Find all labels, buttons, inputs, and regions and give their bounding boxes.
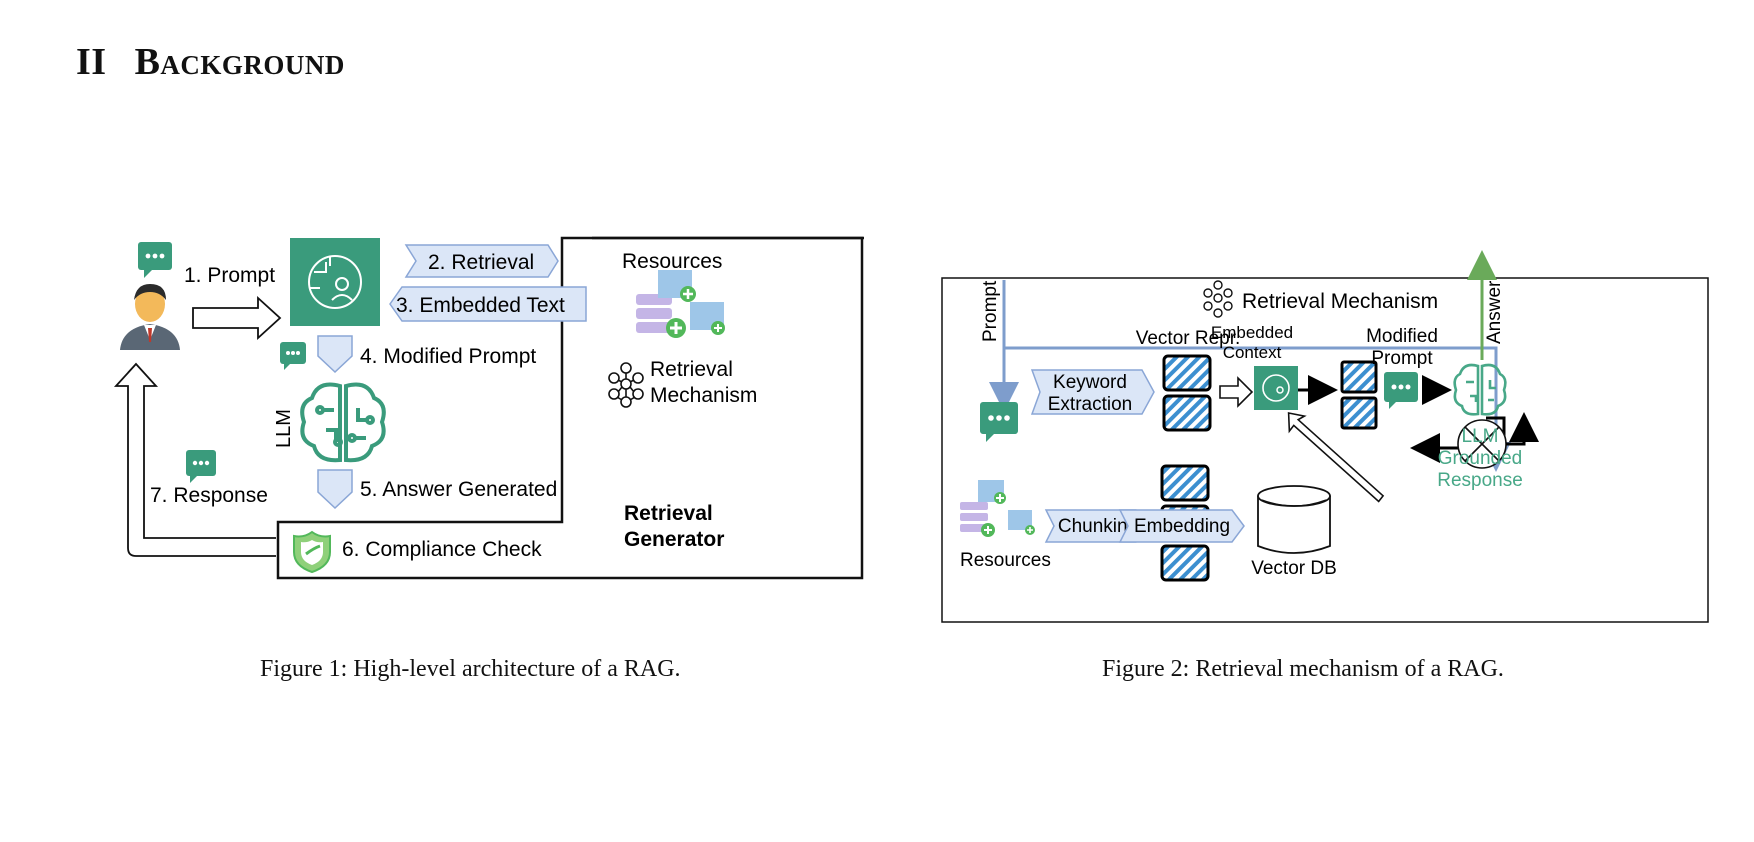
vector-block <box>1162 354 1212 392</box>
llm-brain-icon <box>300 382 386 463</box>
resources-icon <box>636 270 725 338</box>
figure-2: Retrieval Mechanism Prompt Keyword Extra… <box>941 277 1709 623</box>
resources-label: Resources <box>960 550 1051 571</box>
chat-icon <box>1384 372 1418 409</box>
modified-prompt-chevron <box>317 335 353 374</box>
chat-icon <box>186 450 216 483</box>
network-icon <box>608 362 644 408</box>
vector-db-label: Vector DB <box>1251 558 1337 579</box>
vector-db-icon <box>1257 485 1331 554</box>
hollow-arrow <box>1219 376 1254 408</box>
embedded-context-label-2: Context <box>1223 343 1282 362</box>
figure-2-frame <box>941 277 1709 623</box>
modified-prompt-label-2: Prompt <box>1371 348 1433 369</box>
retrieval-chevron <box>404 244 559 278</box>
llm-brain-icon <box>1453 363 1507 416</box>
prompt-arrow <box>192 295 282 341</box>
response-arrow <box>113 362 276 557</box>
answer-generated-chevron <box>317 469 353 510</box>
prompt-label: 1. Prompt <box>184 264 275 287</box>
resources-label: Resources <box>622 250 722 273</box>
chat-icon <box>280 342 306 370</box>
llm-label-2: Grounded <box>1438 448 1523 469</box>
vector-repr-label: Vector Repr. <box>1136 328 1241 349</box>
section-heading: II Background <box>76 40 345 84</box>
embedded-text-chevron <box>389 286 587 322</box>
retrieval-mechanism-label-1: Retrieval <box>650 358 733 381</box>
resources-icon <box>960 480 1035 537</box>
section-title: Background <box>134 41 345 83</box>
embedding-label: Embedding <box>1134 516 1230 537</box>
prompt-label: Prompt <box>980 280 1001 342</box>
context-block <box>1340 396 1378 430</box>
retrieval-generator-box <box>276 236 864 580</box>
retrieval-generator-label-1: Retrieval <box>624 502 713 525</box>
vector-db-arrow <box>1287 412 1385 503</box>
ai-generator-icon <box>290 238 380 326</box>
embedding-chevron <box>1118 509 1245 543</box>
chat-icon <box>980 402 1018 442</box>
vector-block <box>1162 394 1212 432</box>
figure-1-caption: Figure 1: High-level architecture of a R… <box>260 656 681 682</box>
llm-label-3: Response <box>1437 470 1523 491</box>
llm-label: LLM <box>273 409 295 448</box>
chunking-label: Chunking <box>1058 516 1138 537</box>
figure-1: 1. Prompt 2. Retrieval 3. Embedded Text … <box>113 236 864 580</box>
figure-2-caption: Figure 2: Retrieval mechanism of a RAG. <box>1102 656 1504 682</box>
chat-icon <box>138 242 172 278</box>
section-number: II <box>76 41 107 83</box>
keyword-label-2: Extraction <box>1048 394 1132 415</box>
llm-label-1: LLM <box>1462 426 1499 447</box>
answer-label: Answer <box>1484 280 1505 344</box>
response-label: 7. Response <box>150 484 268 507</box>
keyword-extraction-chevron <box>1030 369 1155 415</box>
modified-prompt-label-1: Modified <box>1366 326 1438 347</box>
keyword-label-1: Keyword <box>1053 372 1127 393</box>
retrieval-generator-label-2: Generator <box>624 528 724 551</box>
context-block <box>1340 360 1378 394</box>
retrieval-mechanism-label-2: Mechanism <box>650 384 757 407</box>
compliance-check-label: 6. Compliance Check <box>342 538 542 561</box>
network-icon <box>1203 280 1233 318</box>
user-avatar-icon <box>120 284 180 350</box>
embedded-text-label: 3. Embedded Text <box>396 294 565 317</box>
answer-generated-label: 5. Answer Generated <box>360 478 557 501</box>
embedded-context-label-1: Embedded <box>1211 323 1293 342</box>
arrow <box>1506 412 1539 446</box>
chunk-block <box>1160 544 1210 582</box>
ai-embedder-icon <box>1254 366 1298 410</box>
modified-prompt-label: 4. Modified Prompt <box>360 345 536 368</box>
retrieval-label: 2. Retrieval <box>428 251 534 274</box>
shield-icon <box>293 530 331 574</box>
chunk-block <box>1160 464 1210 502</box>
retrieval-mechanism-title: Retrieval Mechanism <box>1242 290 1438 313</box>
